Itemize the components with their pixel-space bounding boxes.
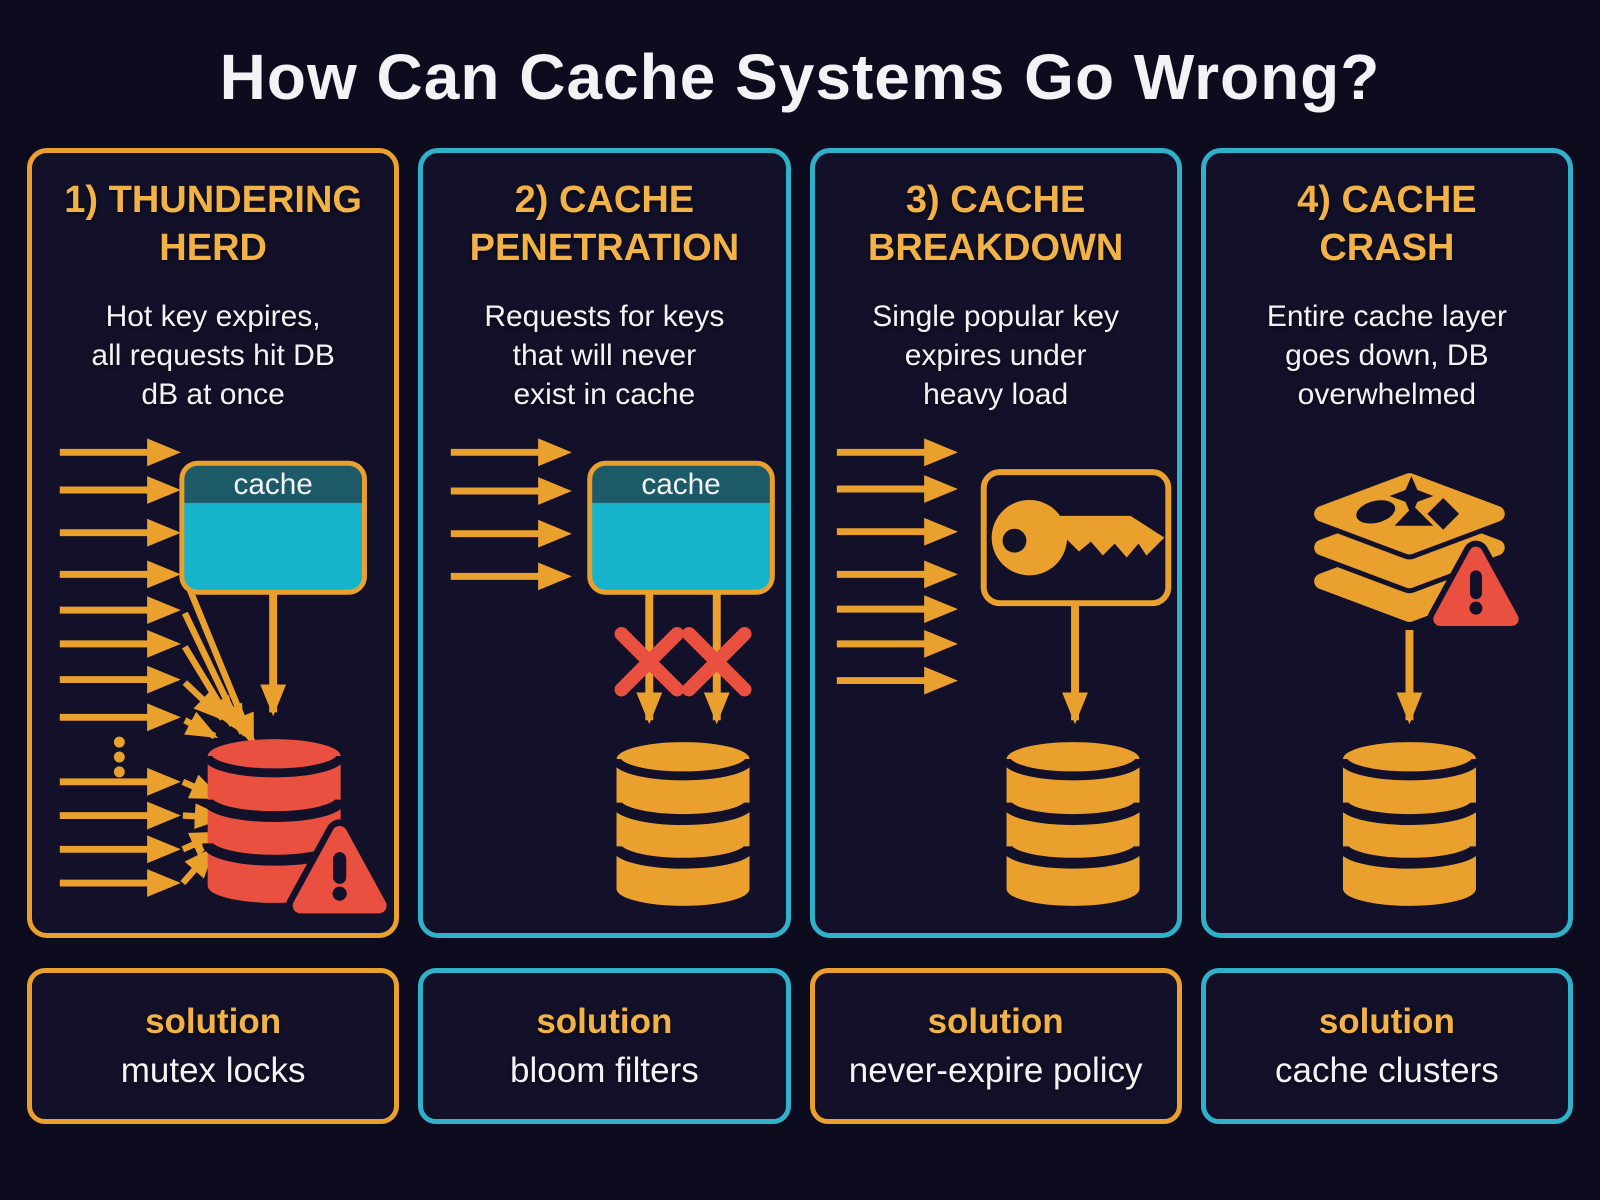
solution-label: solution xyxy=(1318,1001,1455,1041)
panels-row: 1) THUNDERING HERD Hot key expires, all … xyxy=(0,148,1600,938)
ellipsis-dots-icon xyxy=(113,736,125,778)
request-arrows-icon xyxy=(836,438,957,694)
panel-heading: 4) CACHE CRASH xyxy=(1297,179,1477,269)
thundering-herd-diagram: cache xyxy=(32,416,394,933)
database-icon xyxy=(1343,742,1476,906)
solution-text: mutex locks xyxy=(120,1050,306,1090)
cache-box-icon: cache xyxy=(179,460,367,595)
cache-penetration-diagram: cache xyxy=(423,416,776,933)
panel-description: Requests for keys that will never exist … xyxy=(484,299,725,411)
solution-text: cache clusters xyxy=(1275,1050,1499,1090)
cache-breakdown-diagram xyxy=(815,416,1171,933)
converging-arrows-icon xyxy=(180,575,256,885)
cache-box-icon: cache xyxy=(587,460,776,595)
solution-cache-clusters: solution cache clusters xyxy=(1200,968,1573,1124)
solutions-row: solution mutex locks solution bloom filt… xyxy=(0,968,1600,1124)
solution-never-expire-policy: solution never-expire policy xyxy=(809,968,1182,1124)
panel-heading: 1) THUNDERING HERD xyxy=(64,179,362,269)
request-arrows-icon xyxy=(60,438,181,897)
hot-key-icon xyxy=(980,468,1171,606)
cache-crash-diagram xyxy=(1308,467,1568,933)
cache-label: cache xyxy=(642,468,721,501)
request-arrows-icon xyxy=(451,438,572,590)
panel-description: Entire cache layer goes down, DB overwhe… xyxy=(1266,299,1507,411)
database-icon xyxy=(1006,742,1139,906)
panel-cache-penetration: 2) CACHE PENETRATION Requests for keys t… xyxy=(418,148,791,938)
circle-shape xyxy=(1356,499,1395,524)
page-title: How Can Cache Systems Go Wrong? xyxy=(219,41,1381,113)
panel-thundering-herd: 1) THUNDERING HERD Hot key expires, all … xyxy=(27,148,400,938)
panel-cache-breakdown: 3) CACHE BREAKDOWN Single popular key ex… xyxy=(809,148,1182,938)
solution-bloom-filters: solution bloom filters xyxy=(418,968,791,1124)
solution-mutex-locks: solution mutex locks xyxy=(27,968,400,1124)
solution-text: never-expire policy xyxy=(848,1050,1143,1090)
cache-label: cache xyxy=(233,468,312,501)
solution-label: solution xyxy=(927,1001,1064,1041)
database-icon xyxy=(617,742,750,906)
panel-description: Single popular key expires under heavy l… xyxy=(872,299,1120,411)
solution-text: bloom filters xyxy=(510,1050,699,1090)
panel-heading: 3) CACHE BREAKDOWN xyxy=(867,179,1124,269)
panel-heading: 2) CACHE PENETRATION xyxy=(469,179,740,269)
triangle-shape xyxy=(1394,505,1434,526)
panel-cache-crash: 4) CACHE CRASH Entire cache layer goes d… xyxy=(1200,148,1573,938)
panel-description: Hot key expires, all requests hit DB dB … xyxy=(91,299,335,411)
solution-label: solution xyxy=(145,1001,282,1041)
star-shape xyxy=(1389,475,1434,516)
solution-label: solution xyxy=(536,1001,673,1041)
